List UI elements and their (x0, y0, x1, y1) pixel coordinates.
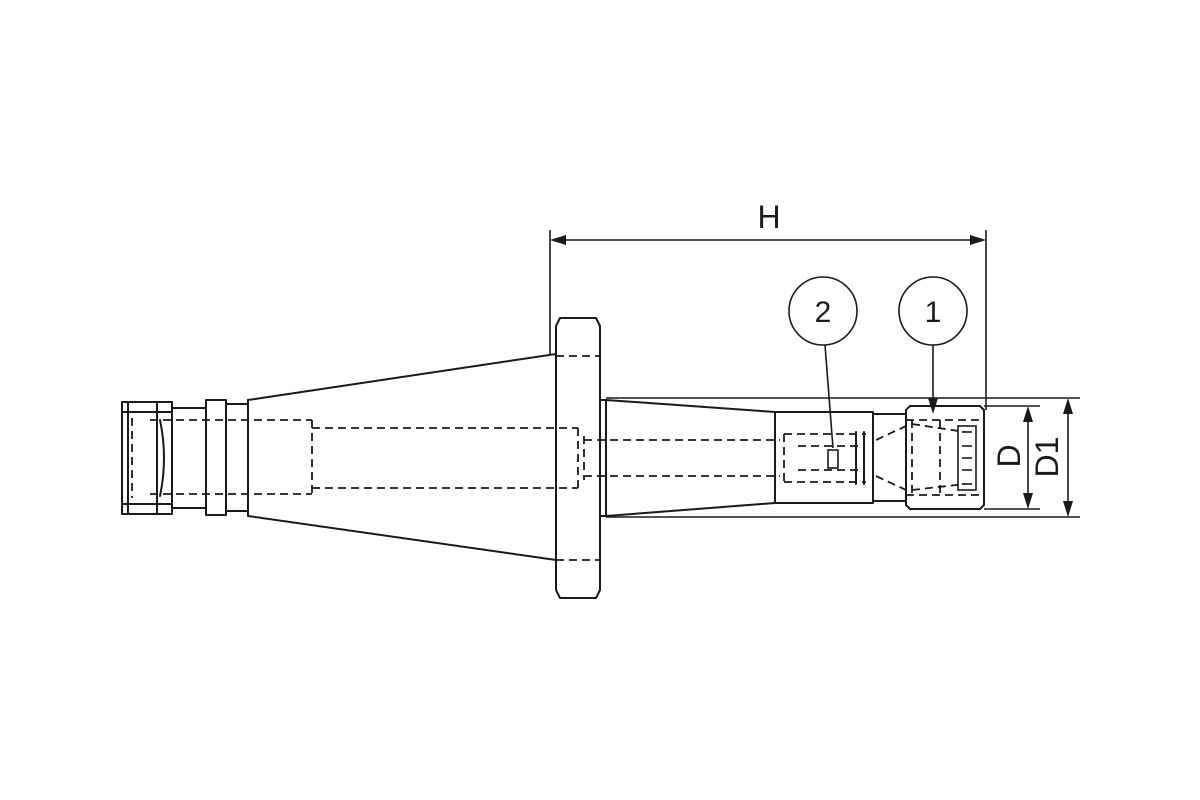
dimension-d1-label: D1 (1029, 437, 1065, 478)
collet-nut (905, 405, 985, 510)
pull-stud (121, 399, 249, 516)
dimension-d: D (984, 405, 1040, 510)
internal-bore-hidden-lines (150, 419, 780, 495)
dimension-h: H (549, 199, 987, 410)
flange (555, 317, 607, 599)
callout-2-number: 2 (815, 296, 832, 329)
callout-1-number: 1 (925, 296, 942, 329)
dimension-d-label: D (991, 444, 1027, 467)
dimension-d1: D1 (1029, 398, 1073, 517)
extension-body (605, 397, 1080, 518)
taper-shank (247, 353, 557, 561)
callout-1: 1 (898, 276, 968, 414)
dimension-h-label: H (757, 199, 780, 235)
callout-2: 2 (788, 276, 858, 449)
